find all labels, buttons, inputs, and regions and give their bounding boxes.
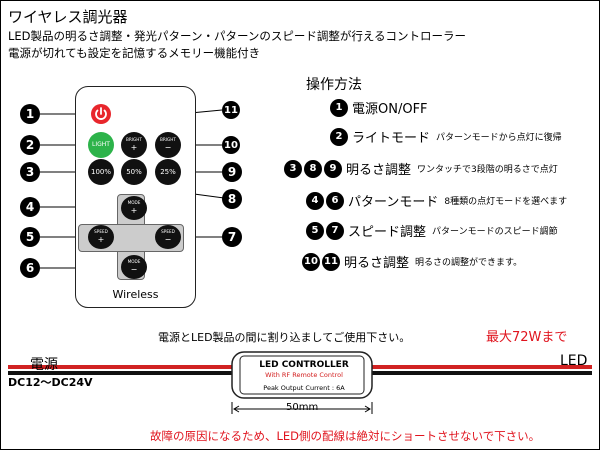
- callout-7: 7: [222, 227, 242, 247]
- controller-label-panel: [239, 355, 365, 395]
- op-brightness-2-label: 明るさ調整: [344, 256, 410, 271]
- op-callout-2: 2: [330, 127, 348, 146]
- op-speed-label: スピード調整: [348, 225, 427, 240]
- op-brightness-desc: ワンタッチで3段階の明るさで点灯: [417, 165, 558, 175]
- brightness-50-label: 50%: [126, 167, 142, 176]
- mode-down-button[interactable]: MODE−: [121, 255, 147, 279]
- minus-icon: −: [164, 234, 172, 244]
- description-line-1: LED製品の明るさ調整・発光パターン・パターンのスピード調整が行えるコントローラ…: [8, 29, 467, 43]
- mode-up-label: MODE: [127, 200, 141, 206]
- speed-down-label: SPEED: [161, 229, 175, 235]
- plus-icon: +: [97, 234, 105, 244]
- speed-up-button[interactable]: SPEED+: [88, 225, 114, 249]
- op-speed-desc: パターンモードのスピード調節: [432, 227, 558, 237]
- dimension-label: 50mm: [286, 402, 319, 413]
- bright-down-label: BRIGHT: [160, 137, 176, 143]
- op-callout-5: 5: [306, 221, 324, 240]
- callout-5: 5: [20, 227, 40, 247]
- callout-10: 10: [222, 136, 240, 154]
- controller-title: LED CONTROLLER: [259, 360, 349, 370]
- remote-brand-label: Wireless: [112, 288, 159, 301]
- callout-11: 11: [222, 101, 240, 119]
- input-wires: [8, 365, 238, 375]
- mode-down-label: MODE: [127, 259, 141, 265]
- warning-note: 故障の原因になるため、LED側の配線は絶対にショートさせないで下さい。: [150, 429, 541, 443]
- controller-current: Peak Output Current : 6A: [263, 384, 345, 392]
- op-power-label: 電源ON/OFF: [352, 102, 428, 117]
- power-source-label: 電源: [30, 357, 58, 373]
- op-pattern-mode-desc: 8種類の点灯モードを選べます: [444, 197, 568, 207]
- op-row-pattern-mode: 4 6 パターンモード 8種類の点灯モードを選べます: [306, 191, 567, 210]
- op-callout-8: 8: [304, 159, 322, 178]
- op-row-power: 1 電源ON/OFF: [330, 98, 428, 117]
- light-button[interactable]: LIGHT: [88, 132, 114, 158]
- bright-up-button[interactable]: BRIGHT+: [121, 132, 147, 158]
- callout-9: 9: [222, 162, 242, 182]
- mode-up-button[interactable]: MODE+: [121, 196, 147, 220]
- speed-down-button[interactable]: SPEED−: [155, 225, 181, 249]
- brightness-100-button[interactable]: 100%: [88, 159, 114, 185]
- op-row-brightness: 3 8 9 明るさ調整 ワンタッチで3段階の明るさで点灯: [284, 159, 558, 178]
- op-callout-7: 7: [326, 221, 344, 240]
- op-callout-10: 10: [302, 252, 320, 271]
- brightness-25-label: 25%: [160, 167, 176, 176]
- op-callout-11: 11: [322, 252, 340, 271]
- bright-down-button[interactable]: BRIGHT−: [155, 132, 181, 158]
- op-callout-4: 4: [306, 191, 324, 210]
- plus-icon: +: [130, 205, 138, 215]
- minus-icon: −: [130, 264, 138, 274]
- op-row-light-mode: 2 ライトモード パターンモードから点灯に復帰: [330, 127, 562, 146]
- op-light-mode-label: ライトモード: [352, 131, 431, 146]
- op-callout-1: 1: [330, 98, 348, 117]
- op-brightness-2-desc: 明るさの調整ができます。: [415, 258, 523, 268]
- output-wires: [370, 365, 592, 375]
- max-power-note: 最大72Wまで: [486, 330, 568, 345]
- brightness-100-label: 100%: [90, 167, 111, 176]
- op-light-mode-desc: パターンモードから点灯に復帰: [436, 133, 562, 143]
- power-icon: [91, 104, 111, 124]
- callout-1: 1: [20, 104, 40, 124]
- page-title: ワイヤレス調光器: [8, 8, 128, 26]
- op-brightness-label: 明るさ調整: [346, 163, 412, 178]
- op-row-speed: 5 7 スピード調整 パターンモードのスピード調節: [306, 221, 558, 240]
- callout-8: 8: [222, 189, 242, 209]
- op-callout-9: 9: [324, 159, 342, 178]
- op-row-brightness-2: 10 11 明るさ調整 明るさの調整ができます。: [302, 252, 522, 271]
- description-line-2: 電源が切れても設定を記憶するメモリー機能付き: [8, 46, 261, 60]
- light-button-label: LIGHT: [92, 141, 110, 148]
- bright-up-label: BRIGHT: [126, 137, 142, 143]
- callout-6: 6: [20, 258, 40, 278]
- led-output-label: LED: [560, 353, 588, 369]
- operations-title: 操作方法: [306, 77, 362, 93]
- callout-4: 4: [20, 197, 40, 217]
- speed-up-label: SPEED: [94, 229, 108, 235]
- brightness-25-button[interactable]: 25%: [155, 159, 181, 185]
- minus-icon: −: [164, 142, 172, 152]
- brightness-50-button[interactable]: 50%: [121, 159, 147, 185]
- op-callout-3: 3: [284, 159, 302, 178]
- callout-2: 2: [20, 135, 40, 155]
- op-pattern-mode-label: パターンモード: [348, 195, 439, 210]
- usage-note: 電源とLED製品の間に割り込ましてご使用下さい。: [158, 331, 411, 344]
- plus-icon: +: [130, 142, 138, 152]
- power-button[interactable]: [88, 101, 114, 127]
- voltage-label: DC12～DC24V: [8, 376, 93, 389]
- dimension-arrow: [231, 402, 373, 414]
- controller-subtitle: With RF Remote Control: [265, 371, 343, 379]
- op-callout-6: 6: [326, 191, 344, 210]
- callout-3: 3: [20, 162, 40, 182]
